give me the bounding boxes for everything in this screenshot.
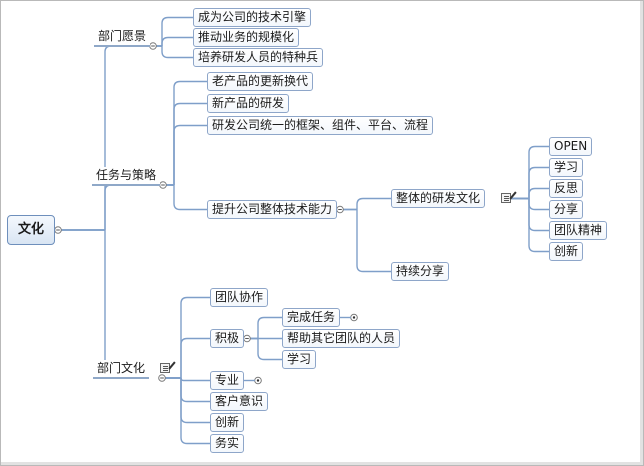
topic-learning[interactable]: 学习 [549, 158, 584, 177]
connector-topic-customer-awareness [159, 377, 210, 403]
topic-teamwork[interactable]: 团队协作 [210, 288, 269, 307]
connector-topic-dept-culture [55, 229, 112, 379]
topic-reflection[interactable]: 反思 [549, 179, 584, 198]
note-pencil-icon[interactable] [160, 363, 170, 373]
connector-topic-tech-engine [150, 16, 193, 47]
connector-topic-dept-vision [55, 45, 112, 231]
connector-topic-open [503, 145, 549, 200]
topic-new-product-dev[interactable]: 新产品的研发 [207, 94, 290, 113]
topic-dev-culture[interactable]: 整体的研发文化 [391, 189, 486, 208]
topic-open[interactable]: OPEN [549, 137, 593, 156]
connector-topic-team-spirit [503, 197, 549, 232]
topic-improve-tech-capability[interactable]: 提升公司整体技术能力 [207, 200, 338, 219]
expand-toggle-professional-dot [256, 379, 260, 382]
connector-topic-create [159, 377, 210, 424]
expand-toggle-complete-tasks-dot [352, 316, 356, 319]
topic-customer-awareness[interactable]: 客户意识 [210, 392, 269, 411]
topic-help-other-teams[interactable]: 帮助其它团队的人员 [282, 329, 401, 348]
topic-tech-engine[interactable]: 成为公司的技术引擎 [193, 8, 312, 27]
topic-special-forces[interactable]: 培养研发人员的特种兵 [193, 48, 324, 67]
topic-sharing[interactable]: 分享 [549, 200, 584, 219]
topic-scale-business[interactable]: 推动业务的规模化 [193, 28, 300, 47]
connector-topic-old-product-upgrade [160, 80, 207, 186]
note-pencil-icon[interactable] [501, 193, 511, 203]
topic-continuous-sharing[interactable]: 持续分享 [391, 262, 450, 281]
topic-unified-framework[interactable]: 研发公司统一的框架、组件、平台、流程 [207, 116, 434, 135]
connector-topic-complete-tasks [244, 316, 282, 340]
connector-topic-innovation [503, 197, 549, 253]
connector-topic-special-forces [150, 45, 193, 59]
root-topic[interactable]: 文化 [7, 215, 56, 245]
connector-topic-dev-culture [337, 197, 391, 211]
connector-topic-new-product-dev [160, 102, 207, 186]
topic-dept-culture[interactable]: 部门文化 [93, 360, 150, 379]
topic-old-product-upgrade[interactable]: 老产品的更新换代 [207, 72, 314, 91]
connector-topic-improve-tech-capability [160, 184, 207, 211]
topic-study[interactable]: 学习 [282, 350, 317, 369]
topic-professional[interactable]: 专业 [210, 371, 245, 390]
topic-dept-vision[interactable]: 部门愿景 [94, 28, 151, 47]
topic-proactive[interactable]: 积极 [210, 329, 245, 348]
topic-tasks-strategy[interactable]: 任务与策略 [92, 167, 161, 186]
connector-topic-study [244, 337, 282, 361]
topic-complete-tasks[interactable]: 完成任务 [282, 308, 341, 327]
topic-pragmatic[interactable]: 务实 [210, 434, 245, 453]
topic-innovation[interactable]: 创新 [549, 242, 584, 261]
topic-create[interactable]: 创新 [210, 413, 245, 432]
connector-topic-tasks-strategy [55, 184, 112, 231]
topic-team-spirit[interactable]: 团队精神 [549, 221, 608, 240]
connector-topic-pragmatic [159, 377, 210, 445]
connector-topic-continuous-sharing [337, 208, 391, 273]
connector-topic-unified-framework [160, 124, 207, 186]
